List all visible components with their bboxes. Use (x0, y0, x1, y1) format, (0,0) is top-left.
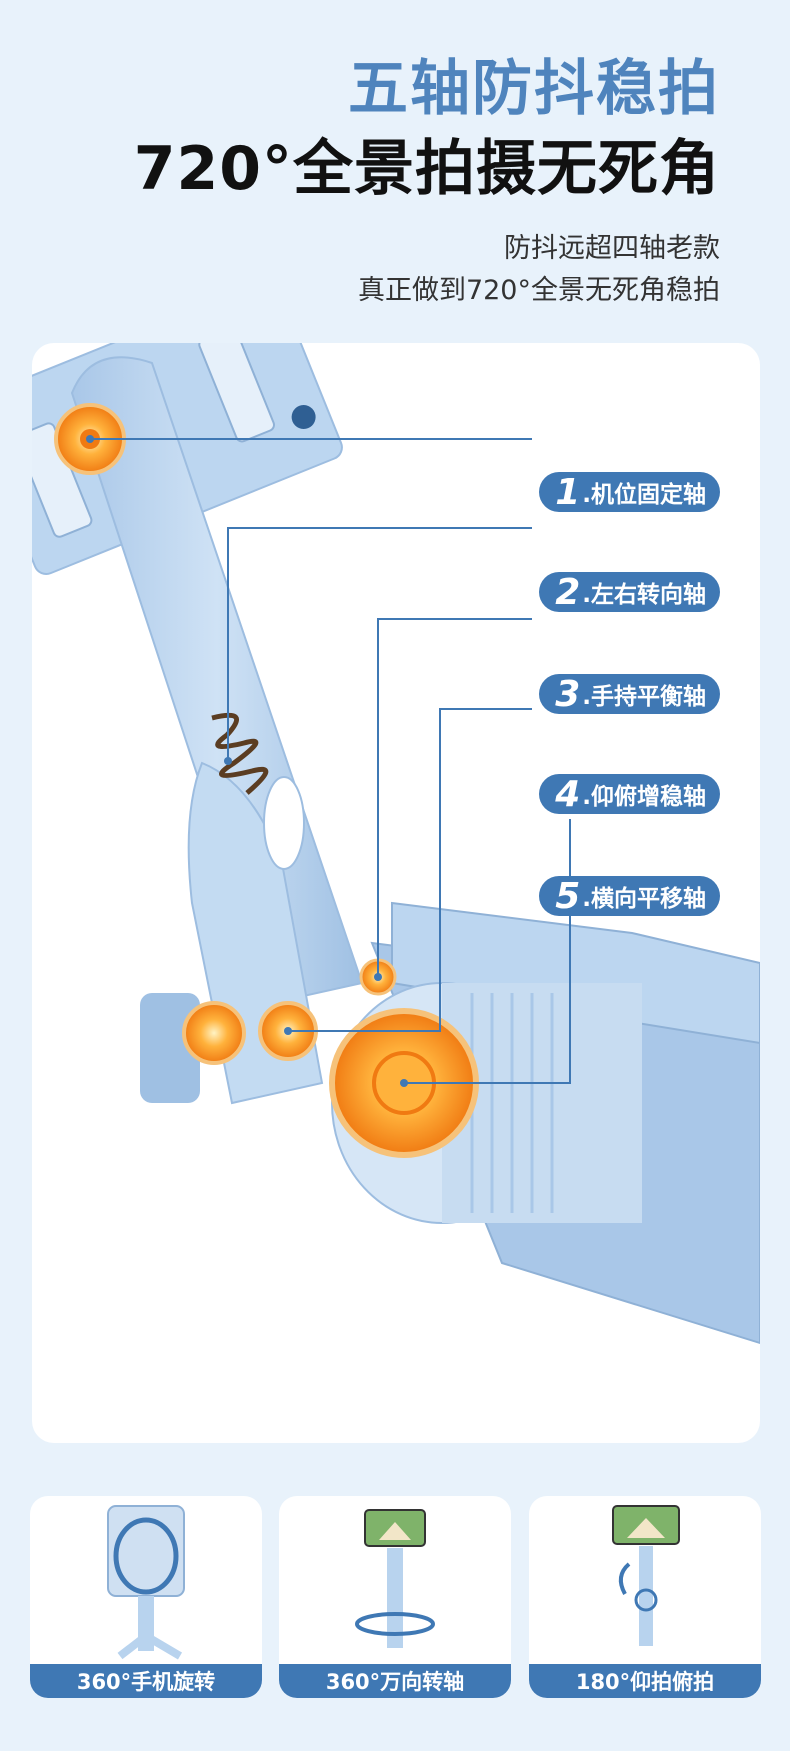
gimbal-illustration (32, 343, 760, 1345)
axis-label-5: 5 .横向平移轴 (539, 875, 720, 917)
axis-label-2: 2 .左右转向轴 (539, 571, 720, 613)
axis-label-text: .仰俯增稳轴 (582, 784, 706, 810)
description-line-2: 真正做到720°全景无死角稳拍 (357, 275, 720, 306)
axis-label-1: 1 .机位固定轴 (539, 471, 720, 513)
axis-label-text: .左右转向轴 (582, 582, 706, 608)
spring-icon (211, 712, 269, 795)
feature-label: 360°手机旋转 (30, 1664, 262, 1698)
axis-number: 2 (555, 571, 581, 613)
description: 防抖远超四轴老款 真正做到720°全景无死角稳拍 (358, 228, 720, 312)
axis-number: 3 (555, 673, 581, 715)
feature-card-universal-axis: 360°万向转轴 (279, 1496, 511, 1698)
feature-card-phone-rotation: 360°手机旋转 (30, 1496, 262, 1698)
page-subtitle: 720°全景拍摄无死角 (133, 134, 720, 204)
tilt-angle-illustration (612, 1505, 680, 1646)
axis-label-4: 4 .仰俯增稳轴 (539, 773, 720, 815)
axis-label-text: .横向平移轴 (582, 886, 706, 912)
axis-label-text: .机位固定轴 (582, 482, 706, 508)
axis-label-3: 3 .手持平衡轴 (539, 673, 720, 715)
axis-number: 1 (555, 471, 581, 513)
feature-label: 180°仰拍俯拍 (529, 1664, 761, 1698)
axis-number: 4 (555, 773, 581, 815)
feature-label: 360°万向转轴 (279, 1664, 511, 1698)
axis-number: 5 (555, 875, 581, 917)
phone-rotation-illustration (107, 1505, 185, 1660)
feature-card-tilt-angle: 180°仰拍俯拍 (529, 1496, 761, 1698)
description-line-1: 防抖远超四轴老款 (504, 233, 720, 264)
axis-label-text: .手持平衡轴 (582, 684, 706, 710)
universal-axis-illustration (355, 1509, 435, 1648)
page-title: 五轴防抖稳拍 (348, 54, 720, 124)
